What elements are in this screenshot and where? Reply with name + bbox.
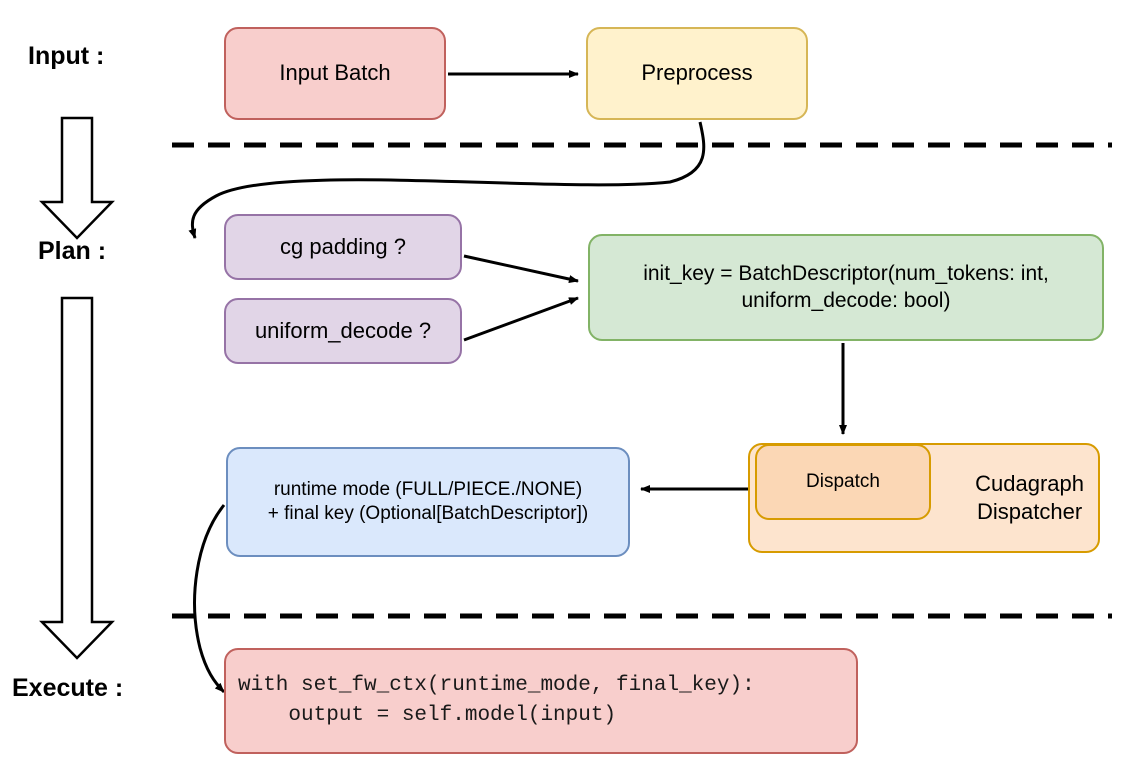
node-dispatch[interactable]: Dispatch (755, 444, 931, 520)
node-code-block[interactable]: with set_fw_ctx(runtime_mode, final_key)… (224, 648, 858, 754)
node-runtime-mode-text: runtime mode (FULL/PIECE./NONE) + final … (268, 478, 589, 527)
node-cudagraph-dispatcher-text: Cudagraph Dispatcher (975, 470, 1084, 526)
node-uniform-decode-label: uniform_decode ? (254, 317, 432, 343)
node-runtime-mode[interactable]: runtime mode (FULL/PIECE./NONE) + final … (226, 447, 630, 557)
block-arrow-input-to-plan (39, 116, 115, 240)
edge-cg-padding-to-init-key (463, 254, 579, 283)
node-cudagraph-dispatcher-line1: Cudagraph (975, 470, 1084, 496)
block-arrow-plan-to-execute (39, 296, 115, 660)
stage-label-execute: Execute : (12, 674, 124, 702)
node-input-batch-label: Input Batch (279, 60, 391, 86)
edge-uniform-decode-to-init-key (463, 296, 579, 342)
node-init-key-text: init_key = BatchDescriptor(num_tokens: i… (643, 261, 1049, 315)
code-block-line1: with set_fw_ctx(runtime_mode, final_key)… (238, 673, 755, 697)
node-cg-padding-label: cg padding ? (280, 233, 406, 259)
node-uniform-decode[interactable]: uniform_decode ? (224, 298, 462, 364)
node-runtime-mode-line1: runtime mode (FULL/PIECE./NONE) (273, 478, 583, 500)
edge-runtime-mode-to-code-block (193, 504, 226, 694)
stage-label-input: Input : (28, 42, 105, 70)
code-block-text: with set_fw_ctx(runtime_mode, final_key)… (238, 671, 755, 732)
node-init-key[interactable]: init_key = BatchDescriptor(num_tokens: i… (588, 234, 1104, 341)
node-dispatch-label: Dispatch (806, 470, 880, 492)
stage-label-plan: Plan : (38, 237, 107, 265)
node-cudagraph-dispatcher-line2: Dispatcher (976, 499, 1083, 524)
node-preprocess-label: Preprocess (641, 60, 753, 86)
node-input-batch[interactable]: Input Batch (224, 27, 446, 120)
code-block-line2: output = self.model(input) (238, 704, 617, 727)
node-init-key-line2: uniform_decode: bool) (741, 288, 951, 312)
node-init-key-line1: init_key = BatchDescriptor(num_tokens: i… (643, 261, 1049, 285)
node-cg-padding[interactable]: cg padding ? (224, 214, 462, 280)
node-runtime-mode-line2: + final key (Optional[BatchDescriptor]) (267, 503, 589, 524)
node-preprocess[interactable]: Preprocess (586, 27, 808, 120)
